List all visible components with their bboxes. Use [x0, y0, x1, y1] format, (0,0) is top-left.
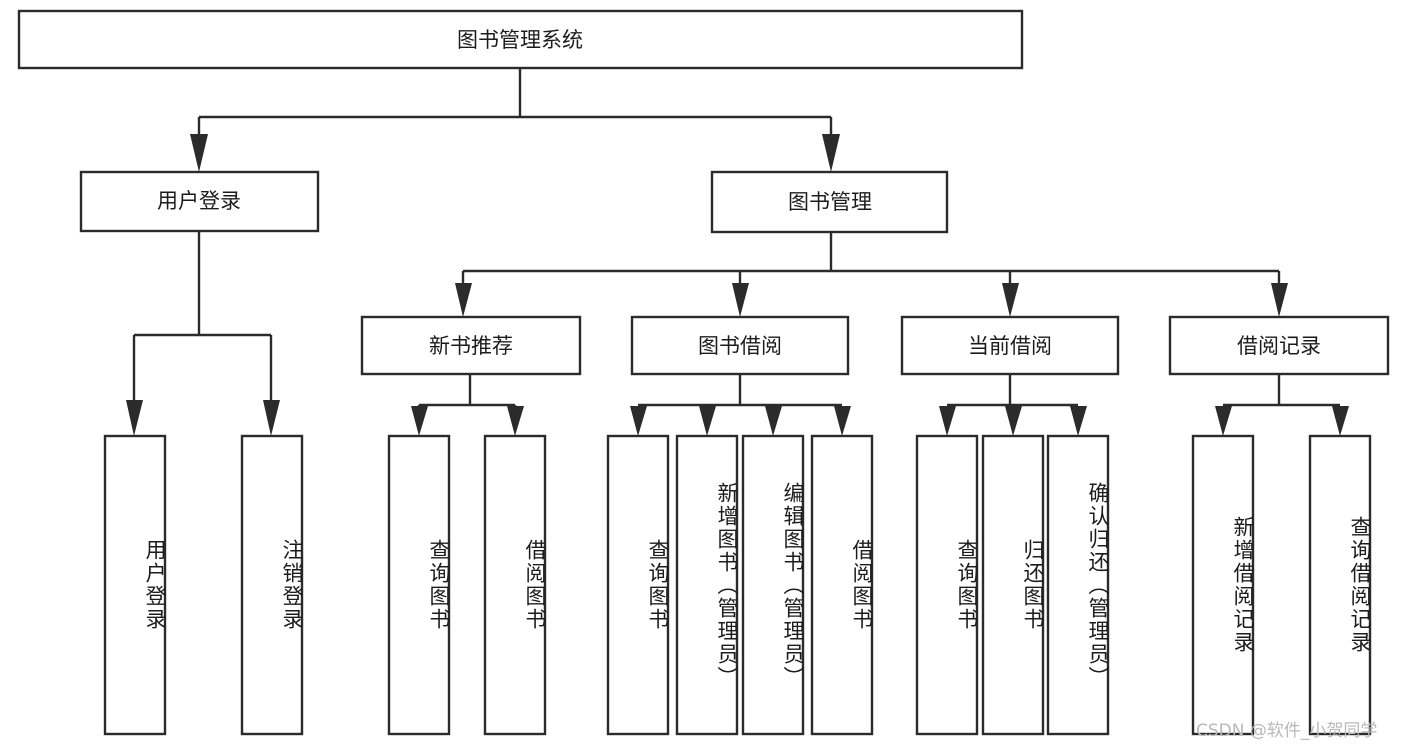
- node-label-current-borrow: 当前借阅: [968, 334, 1052, 358]
- leaf-box-user-login-1[interactable]: [103, 434, 167, 736]
- leaf-box-borrow-record-2[interactable]: [1308, 434, 1372, 736]
- leaf-box-book-borrow-2[interactable]: [675, 434, 739, 736]
- leaf-box-current-borrow-1[interactable]: [915, 434, 979, 736]
- leaf-box-book-borrow-4[interactable]: [810, 434, 874, 736]
- leaf-box-user-login-2[interactable]: [240, 434, 304, 736]
- node-label-new-book-recommend: 新书推荐: [429, 334, 513, 358]
- csdn-watermark: CSDN @软件_小贺同学: [1196, 721, 1378, 741]
- node-box-current-borrow[interactable]: [900, 315, 1120, 376]
- arrow-head-book-borrow: [732, 283, 749, 317]
- node-layer: 图书管理系统 用户登录 图书管理 新书推荐 图书借阅 当前借阅 借阅记录: [17, 9, 1390, 736]
- arrow-head-leaf-current-borrow-3: [1070, 406, 1087, 436]
- node-box-book-mgmt[interactable]: [710, 170, 949, 234]
- arrow-head-leaf-new-book-1: [411, 406, 428, 436]
- arrow-head-user-login: [190, 134, 208, 172]
- arrow-head-leaf-new-book-2: [507, 406, 524, 436]
- arrow-head-leaf-borrow-record-1: [1215, 406, 1232, 436]
- node-box-new-book-recommend[interactable]: [360, 315, 582, 376]
- arrow-head-leaf-book-borrow-2: [699, 406, 716, 436]
- arrow-head-new-book: [455, 283, 472, 317]
- leaf-box-book-borrow-1[interactable]: [606, 434, 670, 736]
- leaf-box-current-borrow-3[interactable]: [1046, 434, 1110, 736]
- arrow-head-leaf-current-borrow-2: [1005, 406, 1022, 436]
- arrow-head-leaf-book-borrow-1: [630, 406, 647, 436]
- node-label-book-mgmt: 图书管理: [788, 190, 872, 214]
- connector-layer: [126, 68, 1349, 436]
- arrow-head-leaf-user-login-1: [126, 400, 143, 436]
- node-label-book-borrow: 图书借阅: [698, 334, 782, 358]
- arrow-head-borrow-record: [1271, 283, 1288, 317]
- leaf-box-borrow-record-1[interactable]: [1191, 434, 1255, 736]
- node-box-borrow-record[interactable]: [1168, 315, 1390, 376]
- node-box-user-login[interactable]: [79, 170, 320, 233]
- arrow-head-leaf-book-borrow-4: [834, 406, 851, 436]
- node-label-root: 图书管理系统: [457, 28, 583, 52]
- node-box-book-borrow[interactable]: [630, 315, 850, 376]
- arrow-head-book-mgmt: [822, 134, 840, 172]
- leaf-box-new-book-1[interactable]: [387, 434, 451, 736]
- arrow-head-leaf-current-borrow-1: [939, 406, 956, 436]
- leaf-box-new-book-2[interactable]: [483, 434, 547, 736]
- node-box-root[interactable]: [17, 9, 1024, 70]
- leaf-box-book-borrow-3[interactable]: [741, 434, 805, 736]
- arrow-head-leaf-user-login-2: [263, 400, 280, 436]
- arrow-head-current-borrow: [1002, 283, 1019, 317]
- arrow-head-leaf-book-borrow-3: [765, 406, 782, 436]
- node-label-user-login: 用户登录: [157, 189, 241, 213]
- arrow-head-leaf-borrow-record-2: [1332, 406, 1349, 436]
- node-label-borrow-record: 借阅记录: [1237, 334, 1321, 358]
- leaf-box-current-borrow-2[interactable]: [981, 434, 1045, 736]
